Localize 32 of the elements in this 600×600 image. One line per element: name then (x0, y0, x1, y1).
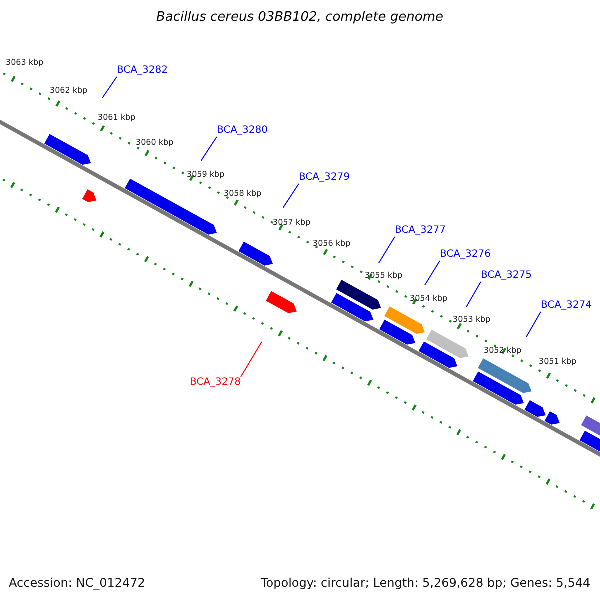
gene-label: BCA_3282 (117, 65, 168, 77)
leader-line (466, 282, 482, 308)
scale-label: 3061 kbp (98, 112, 136, 124)
scale-label: 3051 kbp (539, 356, 577, 368)
scale-label: 3063 kbp (6, 57, 44, 69)
scale-label: 3057 kbp (273, 217, 311, 229)
scale-label: 3058 kbp (224, 188, 262, 200)
leader-line (424, 260, 440, 286)
scale-label: 3059 kbp (187, 169, 225, 181)
gene-label: BCA_3278 (190, 377, 241, 389)
gene-label: BCA_3280 (217, 125, 268, 137)
gene-label: BCA_3275 (481, 270, 532, 282)
scale-label: 3053 kbp (453, 314, 491, 326)
scale-label: 3055 kbp (365, 270, 403, 282)
gene-label: BCA_3276 (440, 249, 491, 261)
gene-label: BCA_3274 (541, 300, 592, 312)
scale-label: 3062 kbp (50, 85, 88, 97)
leader-line (102, 76, 118, 98)
title: Bacillus cereus 03BB102, complete genome (155, 10, 445, 26)
leader-line (282, 184, 300, 208)
scale-label: 3056 kbp (313, 238, 351, 250)
gene-label: BCA_3277 (395, 225, 446, 237)
gene-label: BCA_3279 (299, 172, 350, 184)
leader-line (378, 236, 396, 264)
leader-line (200, 136, 218, 162)
scale-label: 3060 kbp (136, 137, 174, 149)
accession-text: Accession: NC_012472 (9, 576, 146, 590)
leader-line (240, 342, 262, 378)
scale-label: 3054 kbp (410, 293, 448, 305)
scale-label: 3052 kbp (484, 345, 522, 357)
genome-info-text: Topology: circular; Length: 5,269,628 bp; Genes: 5,544 (261, 576, 591, 590)
leader-line (526, 312, 542, 338)
